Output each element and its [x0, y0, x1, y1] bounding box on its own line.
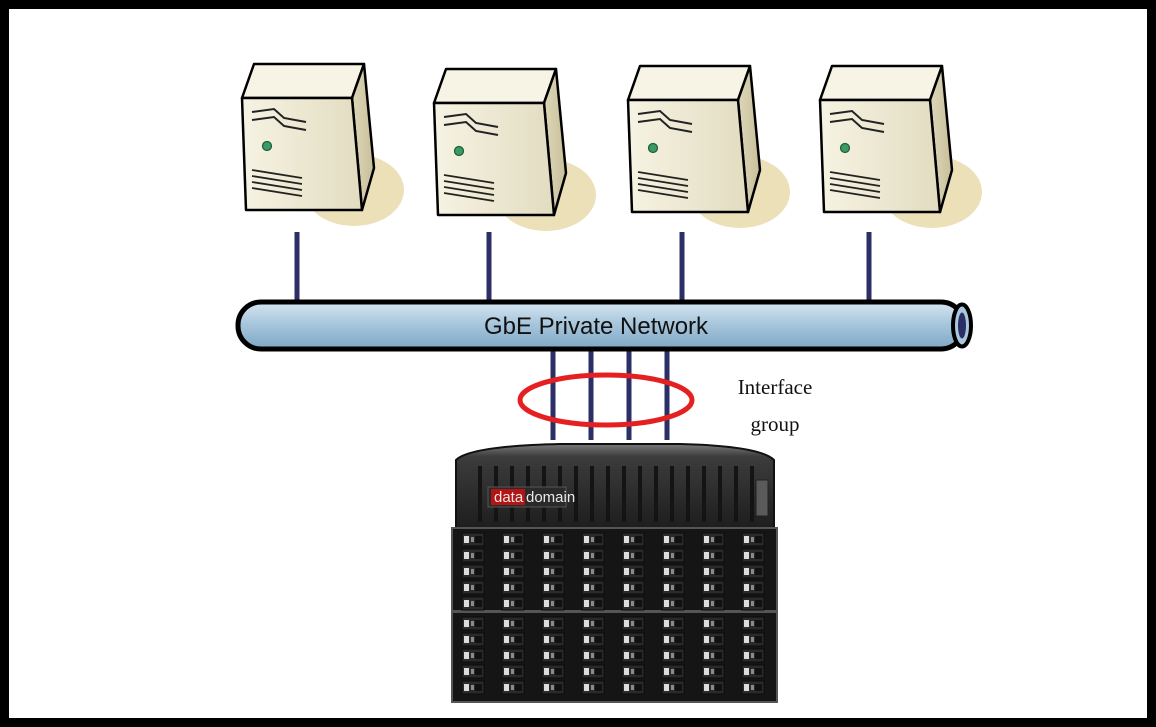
- network-pipe: [235, 299, 973, 352]
- drive-bay: [701, 532, 725, 547]
- drive-bay: [541, 532, 565, 547]
- disk-shelf-2: [451, 611, 778, 703]
- drive-bay: [701, 616, 725, 631]
- drive-bay: [581, 616, 605, 631]
- drive-bay: [661, 648, 685, 663]
- drive-bay: [741, 632, 765, 647]
- drive-bay: [541, 548, 565, 563]
- drive-bay: [461, 564, 485, 579]
- drive-bay: [461, 648, 485, 663]
- drive-bay: [741, 532, 765, 547]
- drive-bay: [581, 596, 605, 611]
- drive-bay: [581, 548, 605, 563]
- drive-bay: [701, 564, 725, 579]
- brand-highlight: data: [494, 489, 524, 506]
- drive-bay: [621, 632, 645, 647]
- drive-bay: [581, 648, 605, 663]
- drive-bay: [581, 532, 605, 547]
- drive-bay: [461, 664, 485, 679]
- drive-bay: [461, 680, 485, 695]
- drive-bay: [461, 580, 485, 595]
- drive-bay: [621, 616, 645, 631]
- drive-bay: [741, 664, 765, 679]
- drive-bay: [661, 616, 685, 631]
- drive-bay: [461, 596, 485, 611]
- drive-bay: [701, 548, 725, 563]
- drive-bay: [501, 680, 525, 695]
- drive-bay: [461, 532, 485, 547]
- network-label: GbE Private Network: [484, 313, 709, 340]
- brand-badge: [491, 489, 525, 505]
- drive-bay: [501, 580, 525, 595]
- drive-bay: [661, 664, 685, 679]
- drive-bay: [461, 632, 485, 647]
- drive-bay: [461, 616, 485, 631]
- drive-bay: [661, 680, 685, 695]
- drive-bay: [621, 664, 645, 679]
- drive-bay: [621, 648, 645, 663]
- drive-bay: [661, 564, 685, 579]
- drive-bay: [741, 564, 765, 579]
- drive-bay: [541, 596, 565, 611]
- drive-bay: [541, 580, 565, 595]
- drive-bay: [661, 532, 685, 547]
- drive-bay: [501, 596, 525, 611]
- drive-bay: [541, 648, 565, 663]
- interface-group-label-line2: group: [751, 412, 800, 436]
- interface-group-ring: [517, 372, 695, 428]
- drive-bay: [741, 596, 765, 611]
- drive-bay: [581, 680, 605, 695]
- drive-bay: [621, 564, 645, 579]
- storage-appliance: data domain: [451, 443, 778, 703]
- drive-bay: [701, 596, 725, 611]
- drive-bay: [541, 664, 565, 679]
- drive-bay: [701, 632, 725, 647]
- drive-bay: [501, 664, 525, 679]
- drive-bay: [501, 648, 525, 663]
- drive-bay: [701, 580, 725, 595]
- bezel-handle: [755, 479, 769, 517]
- drive-bay: [581, 580, 605, 595]
- drive-bay: [541, 616, 565, 631]
- drive-bay: [621, 548, 645, 563]
- drive-bay: [581, 632, 605, 647]
- drive-bay: [701, 664, 725, 679]
- drive-bay: [741, 616, 765, 631]
- drive-bay: [701, 680, 725, 695]
- drive-bay: [621, 532, 645, 547]
- drive-bay: [541, 680, 565, 695]
- drive-bay: [661, 580, 685, 595]
- interface-group-label-line1: Interface: [738, 375, 813, 399]
- drive-bay: [741, 680, 765, 695]
- disk-shelf-1: [451, 527, 778, 612]
- drive-bay: [581, 564, 605, 579]
- drive-bay: [621, 580, 645, 595]
- controller-bezel: [455, 443, 775, 529]
- drive-bay: [621, 596, 645, 611]
- brand-name: domain: [526, 489, 575, 506]
- server-links: [294, 232, 872, 303]
- drive-bay: [621, 680, 645, 695]
- drive-bay: [501, 532, 525, 547]
- drive-bay: [661, 632, 685, 647]
- drive-bay: [541, 632, 565, 647]
- drive-bay: [501, 632, 525, 647]
- drive-bay: [741, 580, 765, 595]
- drive-bay: [661, 596, 685, 611]
- drive-bay: [541, 564, 565, 579]
- drive-bay: [501, 548, 525, 563]
- drive-bay: [501, 616, 525, 631]
- drive-bay: [701, 648, 725, 663]
- drive-bay: [501, 564, 525, 579]
- drive-bay: [741, 648, 765, 663]
- drive-bay: [461, 548, 485, 563]
- drive-bay: [661, 548, 685, 563]
- drive-bay: [581, 664, 605, 679]
- drive-bay: [741, 548, 765, 563]
